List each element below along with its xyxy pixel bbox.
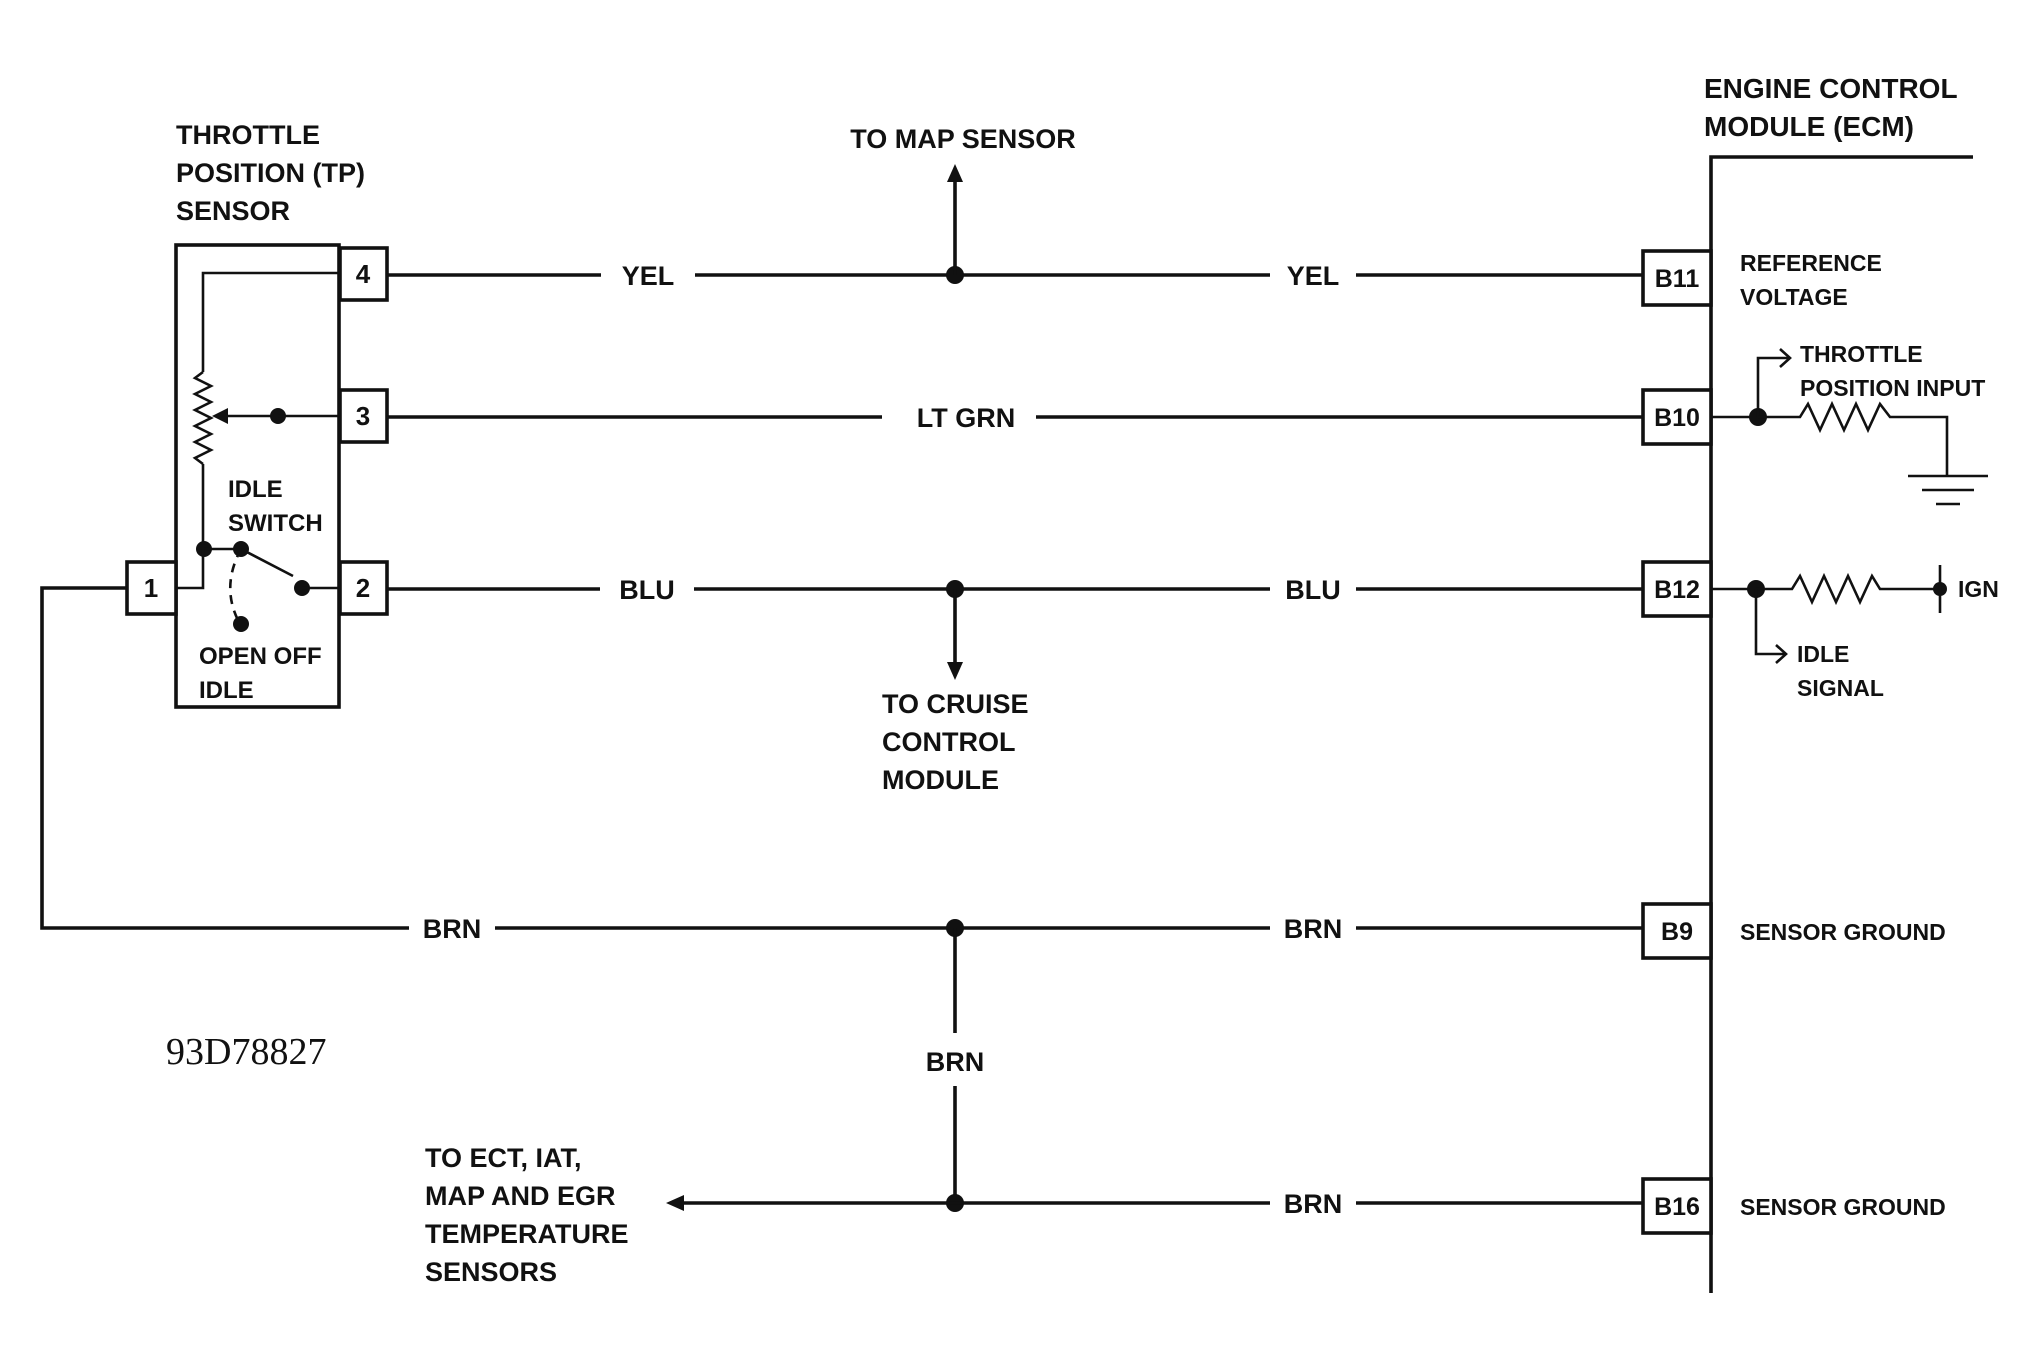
idle-signal-line-2: SIGNAL bbox=[1797, 675, 1884, 701]
cruise-label-line-1: TO CRUISE bbox=[882, 689, 1029, 719]
tp-sensor-title-line-1: THROTTLE bbox=[176, 120, 320, 150]
sensors-label-line-1: TO ECT, IAT, bbox=[425, 1143, 582, 1173]
tp-sensor: THROTTLE POSITION (TP) SENSOR IDLE SWITC… bbox=[125, 120, 389, 709]
cruise-label-line-3: MODULE bbox=[882, 765, 999, 795]
blu-idle-circuit: BLU BLU TO CRUISE CONTROL MODULE bbox=[387, 575, 1643, 795]
idle-signal-pointer-head bbox=[1775, 644, 1788, 664]
tp-pin-4 bbox=[338, 246, 389, 302]
throttle-input-pointer-head bbox=[1779, 348, 1792, 368]
idle-switch-blade bbox=[240, 547, 294, 578]
brn-ground-circuit: BRN BRN BRN BRN TO ECT, IAT, MAP AND EGR… bbox=[40, 586, 1643, 1287]
tp-pin-1 bbox=[125, 560, 178, 616]
throttle-input-line-2: POSITION INPUT bbox=[1800, 375, 1985, 401]
ecm-pin-b11 bbox=[1641, 249, 1713, 307]
idle-signal-line-1: IDLE bbox=[1797, 641, 1849, 667]
idle-switch-open-path bbox=[228, 548, 243, 625]
throttle-input-line-1: THROTTLE bbox=[1800, 341, 1923, 367]
ign-label: IGN bbox=[1958, 576, 1999, 602]
figure-code: 93D78827 bbox=[166, 1031, 326, 1073]
cruise-arrow bbox=[947, 662, 963, 680]
idle-switch-line-2: SWITCH bbox=[228, 510, 323, 537]
sensors-label-line-2: MAP AND EGR bbox=[425, 1181, 616, 1211]
tp-reference-inner-wire bbox=[201, 271, 340, 372]
map-sensor-label: TO MAP SENSOR bbox=[850, 124, 1076, 154]
yel-wire-label-right: YEL bbox=[1287, 261, 1340, 291]
brn-wire-label-right: BRN bbox=[1284, 914, 1343, 944]
tp-pin-2 bbox=[338, 560, 389, 616]
sensors-arrow bbox=[666, 1195, 684, 1211]
tp-pin-3-label: 3 bbox=[356, 401, 370, 431]
tp-resistor-element bbox=[192, 370, 214, 466]
map-sensor-arrow bbox=[947, 164, 963, 182]
idle-switch-open-contact bbox=[233, 616, 249, 632]
ecm-pin-b11-label: B11 bbox=[1655, 265, 1700, 293]
lt-grn-wire-label: LT GRN bbox=[917, 403, 1015, 433]
tp-pin-2-label: 2 bbox=[356, 573, 370, 603]
blu-wire-label-left: BLU bbox=[619, 575, 675, 605]
ecm-boundary bbox=[1709, 155, 1973, 1293]
cruise-label-line-2: CONTROL bbox=[882, 727, 1015, 757]
tp-wiper-arrow bbox=[212, 408, 228, 424]
sensor-ground-b9-label: SENSOR GROUND bbox=[1740, 919, 1946, 945]
lt-grn-signal-circuit: LT GRN bbox=[387, 403, 1643, 433]
ecm-pin-b9 bbox=[1641, 902, 1713, 960]
tp-sensor-title-line-3: SENSOR bbox=[176, 196, 290, 226]
tp-pin-3 bbox=[338, 388, 389, 444]
brn-wire-label-left: BRN bbox=[423, 914, 482, 944]
idle-switch-line-1: IDLE bbox=[228, 476, 283, 503]
tp-pin-1-label: 1 bbox=[144, 573, 158, 603]
ecm-pin-b16-label: B16 bbox=[1654, 1193, 1700, 1221]
ecm-pin-b10-label: B10 bbox=[1654, 404, 1700, 432]
yel-reference-circuit: YEL YEL TO MAP SENSOR bbox=[387, 124, 1643, 291]
sensor-ground-b16-label: SENSOR GROUND bbox=[1740, 1194, 1946, 1220]
sensors-label-line-3: TEMPERATURE bbox=[425, 1219, 629, 1249]
tp-pin-4-label: 4 bbox=[356, 259, 371, 289]
tp-sensor-title-line-2: POSITION (TP) bbox=[176, 158, 365, 188]
ecm-title-line-2: MODULE (ECM) bbox=[1704, 111, 1914, 142]
ecm-pin-b9-label: B9 bbox=[1661, 918, 1693, 946]
brn-wire-label-lower: BRN bbox=[1284, 1189, 1343, 1219]
open-off-idle-line-2: IDLE bbox=[199, 677, 254, 704]
throttle-input-pointer bbox=[1756, 356, 1790, 417]
sensors-label-line-4: SENSORS bbox=[425, 1257, 557, 1287]
open-off-idle-line-1: OPEN OFF bbox=[199, 643, 322, 670]
b10-pulldown-resistor bbox=[1758, 400, 1949, 476]
ecm-title-line-1: ENGINE CONTROL bbox=[1704, 73, 1958, 104]
b12-pullup-resistor bbox=[1756, 572, 1940, 606]
idle-signal-pointer bbox=[1754, 589, 1786, 656]
ecm-pin-b12-label: B12 bbox=[1654, 576, 1700, 604]
reference-voltage-line-2: VOLTAGE bbox=[1740, 284, 1848, 310]
yel-wire-label-left: YEL bbox=[622, 261, 675, 291]
ecm: ENGINE CONTROL MODULE (ECM) B11 B10 B12 … bbox=[1641, 73, 1999, 1293]
ecm-pin-b16 bbox=[1641, 1177, 1713, 1235]
ecm-pin-b12 bbox=[1641, 560, 1713, 618]
reference-voltage-line-1: REFERENCE bbox=[1740, 250, 1882, 276]
blu-wire-label-right: BLU bbox=[1285, 575, 1341, 605]
brn-wire-label-vertical: BRN bbox=[926, 1047, 985, 1077]
tp-common-to-pin1-wire bbox=[176, 549, 205, 590]
ground-symbol bbox=[1908, 474, 1988, 506]
